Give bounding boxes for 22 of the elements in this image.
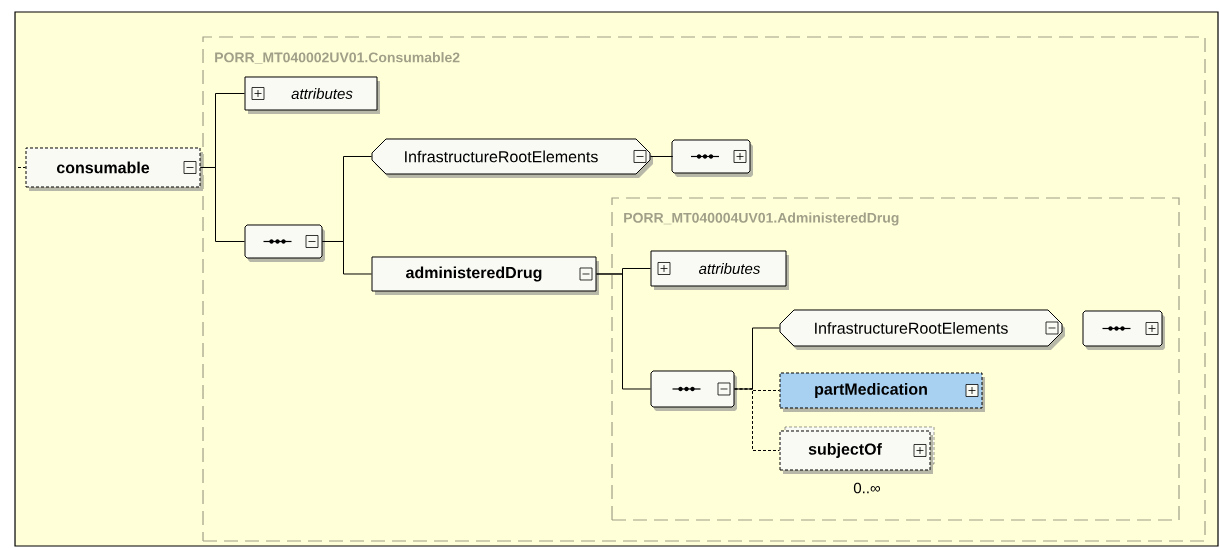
connector-line <box>596 273 651 390</box>
sequence-compositor <box>1082 310 1165 350</box>
optional-element-box: subjectOf <box>779 426 935 474</box>
connector-line <box>322 241 372 275</box>
optional-element-box: consumable <box>25 147 203 191</box>
sequence-compositor <box>244 224 325 262</box>
element-box: administeredDrug <box>371 256 599 295</box>
group-reference: InfrastructureRootElements <box>779 309 1065 350</box>
attributes-box: attributes <box>650 250 789 290</box>
connector-line <box>650 156 673 157</box>
group-title: PORR_MT040002UV01.Consumable2 <box>215 52 460 64</box>
occurrence-label: 0..∞ <box>853 482 881 494</box>
sequence-compositor <box>650 370 737 411</box>
optional-element-box: partMedication <box>779 372 985 412</box>
sequence-compositor <box>671 139 753 177</box>
connector-line <box>17 167 26 168</box>
group-title: PORR_MT040004UV01.AdministeredDrug <box>624 212 899 226</box>
connector-line <box>734 388 780 451</box>
attributes-box: attributes <box>244 76 380 114</box>
connector-line <box>734 327 780 390</box>
connector-line <box>200 167 245 242</box>
group-reference: InfrastructureRootElements <box>371 138 653 178</box>
